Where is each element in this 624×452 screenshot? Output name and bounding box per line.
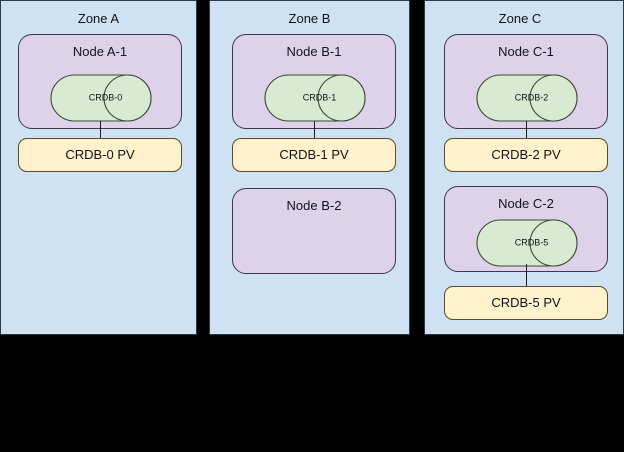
database-cylinder-crdb-0: CRDB-0 [50, 74, 152, 122]
zone-panel-c: Zone C Node C-1 CRDB-2 CRDB-2 PV Node C-… [424, 0, 624, 335]
pv-box-crdb-0: CRDB-0 PV [18, 138, 182, 172]
pv-label-crdb-1: CRDB-1 PV [279, 147, 349, 162]
pv-box-crdb-5: CRDB-5 PV [444, 286, 608, 320]
database-label-crdb-2: CRDB-2 [514, 92, 549, 103]
pv-box-crdb-1: CRDB-1 PV [232, 138, 396, 172]
zone-title-c: Zone C [498, 11, 542, 26]
node-title-b-1: Node B-1 [286, 44, 342, 59]
node-title-c-2: Node C-2 [498, 196, 554, 211]
connector-node-a-1-to-pv [100, 121, 101, 139]
zone-title-b: Zone B [288, 11, 331, 26]
node-box-a-1: Node A-1 CRDB-0 [18, 34, 182, 129]
connector-node-b-1-to-pv [314, 121, 315, 139]
database-icon [264, 74, 366, 122]
pv-label-crdb-2: CRDB-2 PV [491, 147, 561, 162]
pv-box-crdb-2: CRDB-2 PV [444, 138, 608, 172]
connector-node-c-2-to-pv [526, 264, 527, 286]
node-title-b-2: Node B-2 [286, 198, 342, 213]
pv-label-crdb-0: CRDB-0 PV [65, 147, 135, 162]
database-cylinder-crdb-5: CRDB-5 [476, 219, 578, 267]
database-cylinder-crdb-2: CRDB-2 [476, 74, 578, 122]
database-icon [476, 219, 578, 267]
zone-title-a: Zone A [77, 11, 120, 26]
pv-label-crdb-5: CRDB-5 PV [491, 295, 561, 310]
node-title-c-1: Node C-1 [498, 44, 554, 59]
zone-panel-a: Zone A Node A-1 CRDB-0 CRDB-0 PV [0, 0, 197, 335]
connector-node-c-1-to-pv [526, 121, 527, 139]
node-title-a-1: Node A-1 [72, 44, 128, 59]
node-box-b-1: Node B-1 CRDB-1 [232, 34, 396, 129]
database-icon [50, 74, 152, 122]
node-box-c-1: Node C-1 CRDB-2 [444, 34, 608, 129]
database-label-crdb-5: CRDB-5 [514, 237, 549, 248]
database-icon [476, 74, 578, 122]
node-box-c-2: Node C-2 CRDB-5 [444, 186, 608, 272]
zone-panel-b: Zone B Node B-1 CRDB-1 CRDB-1 PV Node B-… [209, 0, 410, 335]
node-box-b-2: Node B-2 [232, 188, 396, 274]
database-label-crdb-1: CRDB-1 [302, 92, 337, 103]
database-label-crdb-0: CRDB-0 [88, 92, 123, 103]
database-cylinder-crdb-1: CRDB-1 [264, 74, 366, 122]
